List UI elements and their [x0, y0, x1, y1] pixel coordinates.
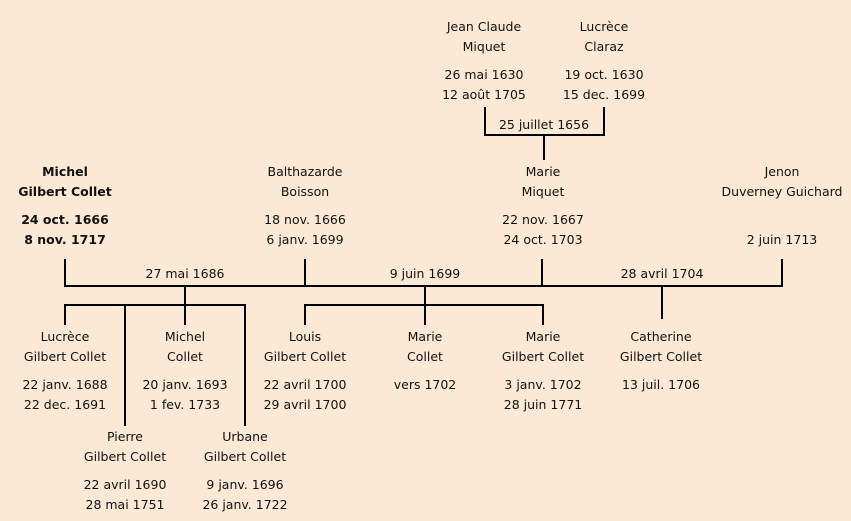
connector-line [304, 304, 544, 306]
marriage-date: 25 juillet 1656 [498, 117, 590, 132]
person-birth-date: 9 janv. 1696 [206, 477, 284, 492]
connector-line [64, 259, 66, 287]
connector-line [542, 304, 544, 325]
person-last-name: Claraz [584, 39, 624, 54]
person-first-name: Marie [525, 329, 561, 344]
person-birth-date: 20 janv. 1693 [142, 377, 228, 392]
person-death-date: 15 dec. 1699 [562, 87, 646, 102]
connector-line [541, 259, 543, 287]
person-death-date: 26 janv. 1722 [202, 497, 288, 512]
person-lucrece: Lucrèce Gilbert Collet 22 janv. 1688 22 … [0, 327, 140, 415]
person-death-date: 2 juin 1713 [746, 232, 818, 247]
person-catherine: Catherine Gilbert Collet 13 juil. 1706 [586, 327, 736, 395]
person-birth-date: 22 avril 1690 [83, 477, 167, 492]
connector-line [781, 259, 783, 287]
person-last-name: Gilbert Collet [501, 349, 585, 364]
person-first-name: Jenon [764, 164, 800, 179]
connector-line [124, 304, 126, 426]
person-marie-miquet: Marie Miquet 22 nov. 1667 24 oct. 1703 [468, 162, 618, 250]
person-marie-collet: Marie Collet vers 1702 [350, 327, 500, 395]
connector-line [64, 304, 66, 325]
person-birth-date [707, 210, 851, 230]
person-lucrece-claraz: Lucrèce Claraz 19 oct. 1630 15 dec. 1699 [529, 17, 679, 105]
person-death-date: 28 mai 1751 [85, 497, 165, 512]
person-first-name: Lucrèce [579, 19, 629, 34]
person-marie-gc: Marie Gilbert Collet 3 janv. 1702 28 jui… [468, 327, 618, 415]
person-first-name: Marie [407, 329, 443, 344]
person-last-name: Duverney Guichard [721, 184, 843, 199]
person-birth-date: 13 juil. 1706 [622, 377, 700, 392]
person-first-name: Michel [164, 329, 206, 344]
marriage-date: 9 juin 1699 [389, 266, 461, 281]
connector-line [304, 304, 306, 325]
connector-line [603, 107, 605, 136]
person-death-date: 24 oct. 1703 [503, 232, 583, 247]
person-death-date: 28 juin 1771 [503, 397, 583, 412]
person-death-date: 12 août 1705 [442, 87, 526, 102]
person-birth-date: 22 nov. 1667 [502, 212, 584, 227]
person-birth-date: 3 janv. 1702 [504, 377, 582, 392]
person-birth-date: 26 mai 1630 [444, 67, 524, 82]
connector-line [304, 259, 306, 287]
person-birth-date: 19 oct. 1630 [564, 67, 644, 82]
connector-line [64, 304, 246, 306]
person-urbane: Urbane Gilbert Collet 9 janv. 1696 26 ja… [170, 427, 320, 515]
person-jean-claude: Jean Claude Miquet 26 mai 1630 12 août 1… [409, 17, 559, 105]
person-michel: Michel Gilbert Collet 24 oct. 1666 8 nov… [0, 162, 140, 250]
person-last-name: Gilbert Collet [18, 184, 112, 199]
person-birth-date: vers 1702 [393, 377, 457, 392]
person-first-name: Michel [42, 164, 88, 179]
person-birth-date: 22 avril 1700 [263, 377, 347, 392]
connector-line [543, 134, 545, 160]
connector-line [244, 304, 246, 426]
person-birth-date: 22 janv. 1688 [22, 377, 108, 392]
person-last-name: Gilbert Collet [23, 349, 107, 364]
person-death-date: 6 janv. 1699 [266, 232, 344, 247]
person-last-name: Miquet [462, 39, 506, 54]
person-first-name: Catherine [630, 329, 692, 344]
person-first-name: Jean Claude [446, 19, 522, 34]
marriage-date: 28 avril 1704 [620, 266, 704, 281]
person-first-name: Urbane [222, 429, 268, 444]
person-first-name: Marie [525, 164, 561, 179]
person-death-date: 8 nov. 1717 [24, 232, 106, 247]
person-louis: Louis Gilbert Collet 22 avril 1700 29 av… [230, 327, 380, 415]
person-birth-date: 18 nov. 1666 [264, 212, 346, 227]
person-last-name: Gilbert Collet [263, 349, 347, 364]
person-last-name: Gilbert Collet [203, 449, 287, 464]
person-last-name: Collet [407, 349, 443, 364]
marriage-date: 27 mai 1686 [145, 266, 225, 281]
person-birth-date: 24 oct. 1666 [21, 212, 109, 227]
person-last-name: Boisson [280, 184, 330, 199]
person-jenon: Jenon Duverney Guichard 2 juin 1713 [707, 162, 851, 250]
person-death-date: 1 fev. 1733 [149, 397, 221, 412]
person-balthazarde: Balthazarde Boisson 18 nov. 1666 6 janv.… [230, 162, 380, 250]
person-death-date: 22 dec. 1691 [23, 397, 107, 412]
person-last-name: Gilbert Collet [619, 349, 703, 364]
connector-line [661, 285, 663, 319]
person-last-name: Gilbert Collet [83, 449, 167, 464]
person-death-date: 29 avril 1700 [263, 397, 347, 412]
person-michel-collet: Michel Collet 20 janv. 1693 1 fev. 1733 [110, 327, 260, 415]
person-first-name: Lucrèce [40, 329, 90, 344]
connector-line [484, 107, 486, 136]
person-first-name: Balthazarde [267, 164, 343, 179]
person-last-name: Miquet [521, 184, 565, 199]
connector-line [64, 285, 783, 287]
person-last-name: Collet [167, 349, 203, 364]
person-pierre: Pierre Gilbert Collet 22 avril 1690 28 m… [50, 427, 200, 515]
person-first-name: Pierre [107, 429, 143, 444]
person-first-name: Louis [288, 329, 322, 344]
